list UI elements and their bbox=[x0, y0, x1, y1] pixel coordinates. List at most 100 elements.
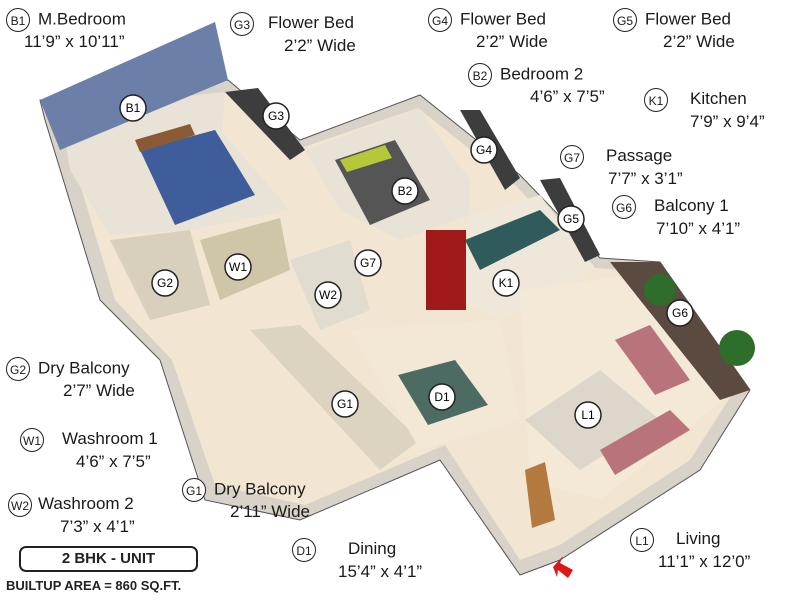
legend-g6-dims: 7’10” x 4’1” bbox=[656, 219, 741, 238]
entry-door bbox=[525, 462, 555, 528]
svg-text:L1: L1 bbox=[581, 408, 595, 422]
legend-b2-name: Bedroom 2 bbox=[500, 64, 584, 84]
legend-l1: L1 Living 11’1” x 12’0” bbox=[630, 528, 750, 571]
legend-d1-badge: D1 bbox=[292, 538, 316, 562]
legend-g7-name: Passage bbox=[606, 146, 673, 166]
legend-g6: G6 Balcony 1 7’10” x 4’1” bbox=[612, 195, 740, 238]
svg-text:G1: G1 bbox=[337, 397, 353, 411]
legend-g5-badge: G5 bbox=[613, 8, 637, 32]
svg-text:B1: B1 bbox=[126, 101, 141, 115]
legend-g1: G1 Dry Balcony 2’11” Wide bbox=[182, 478, 310, 521]
marker-b2: B2 bbox=[391, 177, 419, 205]
marker-g2: G2 bbox=[151, 269, 179, 297]
marker-g6: G6 bbox=[666, 299, 694, 327]
legend-w1-name: Washroom 1 bbox=[62, 429, 158, 449]
legend-g3-badge: G3 bbox=[230, 12, 254, 36]
bedroom-2-pillows bbox=[340, 145, 392, 172]
legend-g4-name: Flower Bed bbox=[460, 9, 546, 29]
legend-b1-name: M.Bedroom bbox=[38, 9, 126, 29]
unit-type-label: 2 BHK - UNIT bbox=[19, 546, 198, 572]
legend-g2: G2 Dry Balcony 2’7” Wide bbox=[6, 357, 135, 400]
legend-l1-name: Living bbox=[676, 529, 721, 549]
living-sofa-1 bbox=[615, 325, 690, 395]
builtup-area-text: BUILTUP AREA = 860 SQ.FT. bbox=[6, 578, 182, 593]
legend-g5: G5 Flower Bed 2’2” Wide bbox=[613, 8, 735, 51]
master-bedroom-wall bbox=[40, 22, 228, 150]
legend-w2-name: Washroom 2 bbox=[38, 494, 134, 514]
svg-text:D1: D1 bbox=[434, 390, 450, 404]
marker-l1: L1 bbox=[574, 401, 602, 429]
master-bed-headboard bbox=[135, 124, 195, 152]
marker-b1: B1 bbox=[119, 94, 147, 122]
legend-g3-dims: 2’2” Wide bbox=[284, 36, 356, 55]
legend-g4-badge: G4 bbox=[428, 8, 452, 32]
legend-w2-dims: 7’3” x 4’1” bbox=[60, 517, 135, 536]
svg-text:W1: W1 bbox=[229, 260, 247, 274]
legend-g5-dims: 2’2” Wide bbox=[663, 32, 735, 51]
legend-k1-dims: 7’9” x 9’4” bbox=[690, 112, 765, 131]
svg-text:W2: W2 bbox=[319, 288, 337, 302]
legend-w1: W1 Washroom 1 4’6” x 7’5” bbox=[20, 428, 158, 471]
entry-arrow bbox=[553, 556, 573, 578]
svg-text:G5: G5 bbox=[563, 212, 579, 226]
legend-g1-dims: 2’11” Wide bbox=[230, 502, 310, 521]
legend-b2-dims: 4’6” x 7’5” bbox=[530, 87, 605, 106]
svg-text:G4: G4 bbox=[476, 143, 492, 157]
marker-g1: G1 bbox=[331, 390, 359, 418]
legend-g4: G4 Flower Bed 2’2” Wide bbox=[428, 8, 548, 51]
legend-d1-dims: 15’4” x 4’1” bbox=[338, 562, 423, 581]
legend-g1-name: Dry Balcony bbox=[214, 479, 306, 499]
legend-l1-badge: L1 bbox=[630, 528, 654, 552]
legend-b2: B2 Bedroom 2 4’6” x 7’5” bbox=[468, 63, 605, 106]
legend-d1-name: Dining bbox=[348, 539, 397, 559]
legend-b2-badge: B2 bbox=[468, 63, 492, 87]
legend-w2: W2 Washroom 2 7’3” x 4’1” bbox=[8, 493, 135, 536]
marker-g4: G4 bbox=[470, 136, 498, 164]
svg-text:G2: G2 bbox=[157, 276, 173, 290]
legend-g6-badge: G6 bbox=[612, 195, 636, 219]
legend-g5-name: Flower Bed bbox=[645, 9, 731, 29]
svg-text:G6: G6 bbox=[672, 306, 688, 320]
living-sofa-2 bbox=[600, 410, 690, 475]
legend-g2-dims: 2’7” Wide bbox=[63, 381, 135, 400]
kitchen-fridge bbox=[426, 230, 466, 310]
plant-2 bbox=[719, 330, 755, 366]
legend-g4-dims: 2’2” Wide bbox=[476, 32, 548, 51]
marker-w1: W1 bbox=[224, 253, 252, 281]
legend-b1-dims: 11’9” x 10’11” bbox=[24, 32, 125, 51]
legend-k1: K1 Kitchen 7’9” x 9’4” bbox=[644, 88, 765, 131]
master-bed bbox=[140, 130, 255, 225]
marker-g5: G5 bbox=[557, 205, 585, 233]
legend-k1-badge: K1 bbox=[644, 88, 668, 112]
legend-b1: B1 M.Bedroom 11’9” x 10’11” bbox=[6, 8, 126, 51]
balcony-g6 bbox=[610, 262, 750, 400]
legend-d1: D1 Dining 15’4” x 4’1” bbox=[292, 538, 422, 581]
legend-g7: G7 Passage 7’7” x 3’1” bbox=[560, 145, 683, 188]
legend-l1-dims: 11’1” x 12’0” bbox=[658, 552, 751, 571]
svg-text:G7: G7 bbox=[360, 256, 376, 270]
svg-text:G3: G3 bbox=[268, 109, 284, 123]
legend-k1-name: Kitchen bbox=[690, 89, 747, 109]
room-markers: B1 G3 G4 B2 G5 G7 W1 K1 G2 W2 G6 G1 D1 L… bbox=[119, 94, 694, 429]
marker-g7: G7 bbox=[354, 249, 382, 277]
legend-g1-badge: G1 bbox=[182, 478, 206, 502]
legend-g2-badge: G2 bbox=[6, 357, 30, 381]
marker-k1: K1 bbox=[492, 269, 520, 297]
marker-d1: D1 bbox=[428, 383, 456, 411]
marker-w2: W2 bbox=[314, 281, 342, 309]
svg-text:K1: K1 bbox=[499, 276, 514, 290]
legend-b1-badge: B1 bbox=[6, 8, 30, 32]
legend-g2-name: Dry Balcony bbox=[38, 358, 130, 378]
legend-g7-badge: G7 bbox=[560, 145, 584, 169]
legend-g6-name: Balcony 1 bbox=[654, 196, 729, 216]
legend-w1-dims: 4’6” x 7’5” bbox=[76, 452, 151, 471]
legend-g7-dims: 7’7” x 3’1” bbox=[608, 169, 683, 188]
legend-w1-badge: W1 bbox=[20, 428, 44, 452]
legend-w2-badge: W2 bbox=[8, 493, 32, 517]
marker-g3: G3 bbox=[262, 102, 290, 130]
svg-text:B2: B2 bbox=[398, 184, 413, 198]
kitchen-counter bbox=[465, 210, 560, 270]
plant-1 bbox=[644, 274, 676, 306]
